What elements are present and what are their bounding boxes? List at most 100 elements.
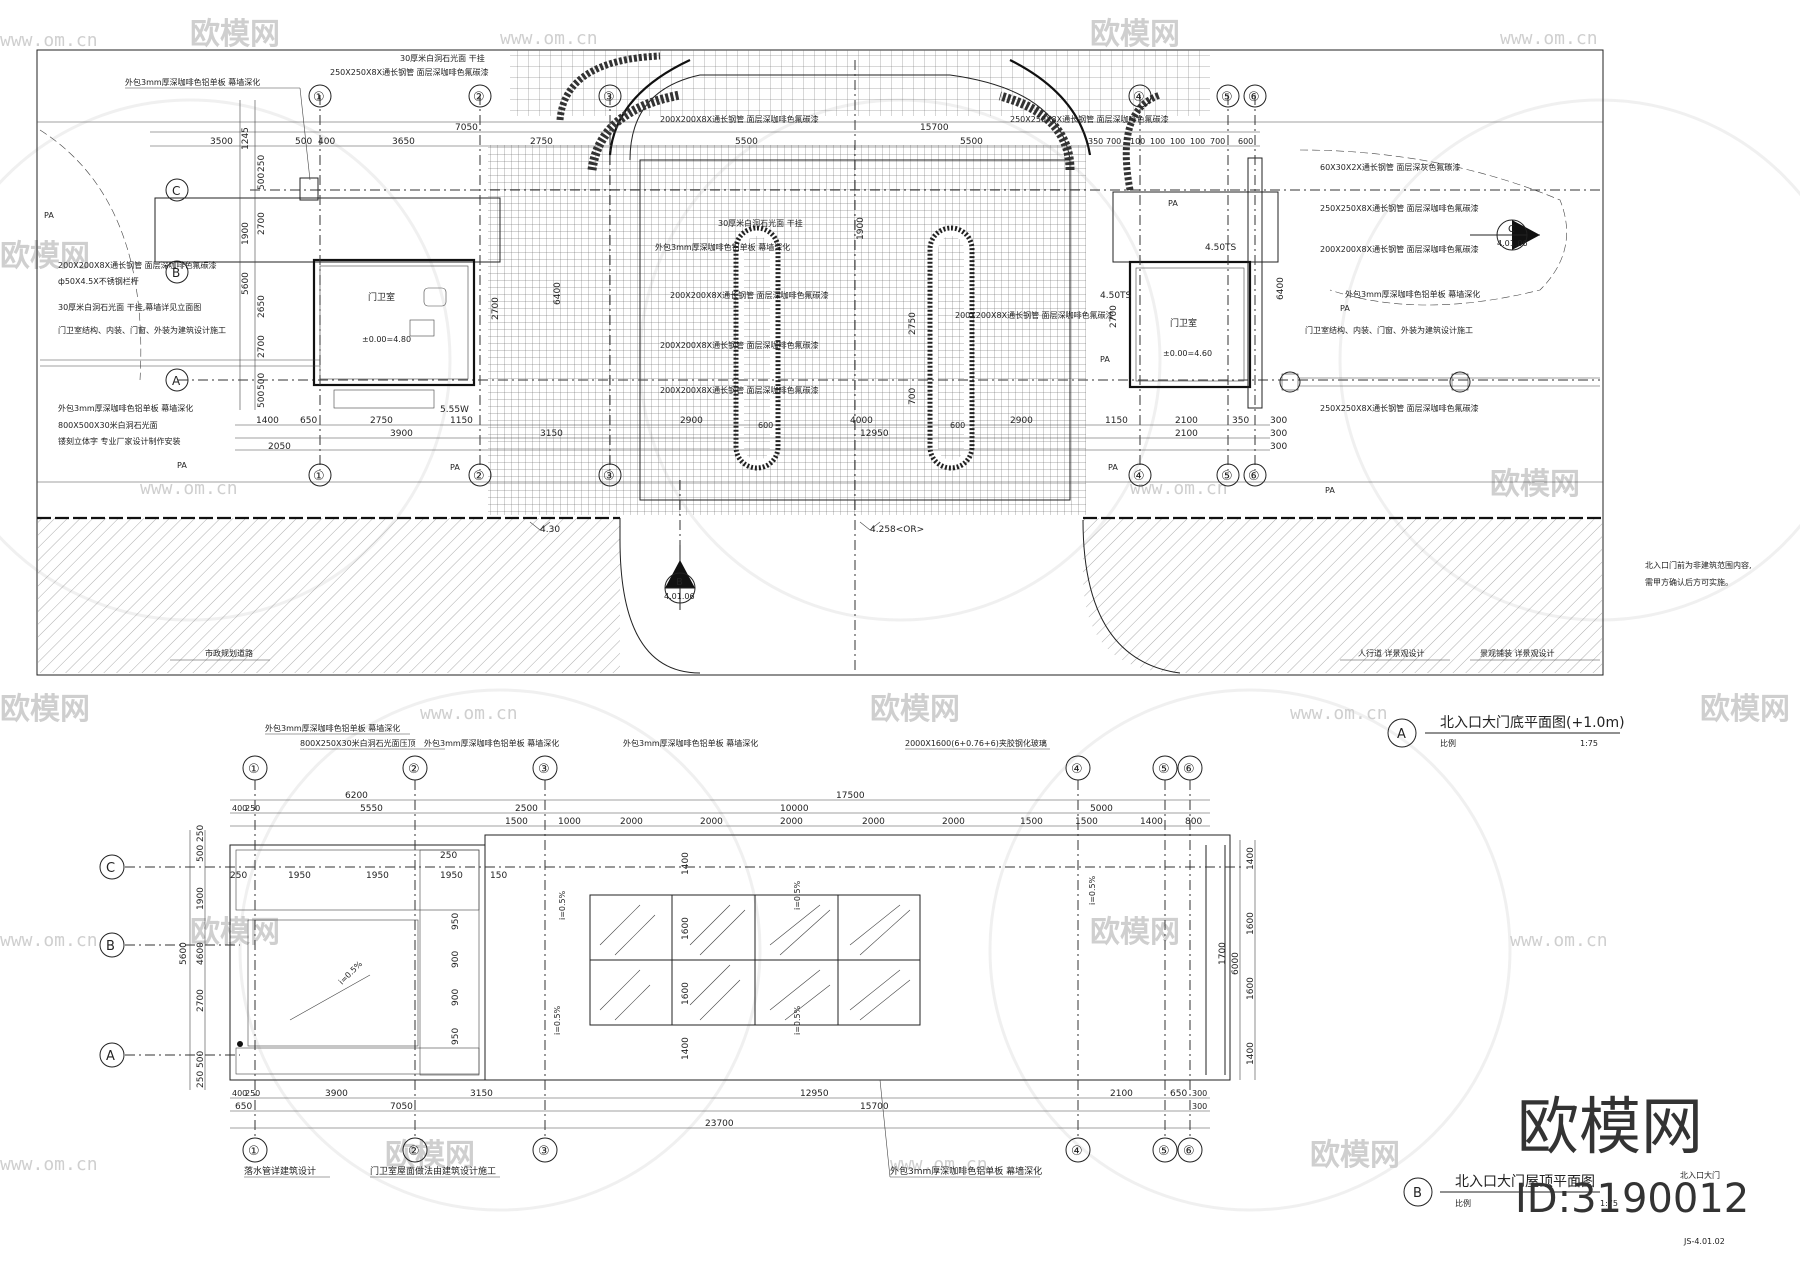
note-pipe: 250X250X8X通长钢管 面层深咖啡色氟碳漆 bbox=[1320, 403, 1479, 413]
canopy-left bbox=[154, 197, 501, 263]
svg-text:2050: 2050 bbox=[268, 442, 291, 452]
svg-text:2700: 2700 bbox=[491, 297, 501, 320]
dims-top-plan: 3500 500 400 3650 7050 2750 15700 5500 5… bbox=[150, 123, 1260, 147]
note-pipe: 200X200X8X通长钢管 面层深咖啡色氟碳漆 bbox=[660, 340, 819, 350]
svg-text:7050: 7050 bbox=[455, 123, 478, 133]
dims-mid-plan: 2700 2700 2750 1900 700 6400 6400 600 60… bbox=[491, 217, 1286, 430]
svg-text:1150: 1150 bbox=[1105, 416, 1128, 426]
guard-roof-left bbox=[247, 919, 419, 1047]
svg-text:700: 700 bbox=[908, 388, 918, 405]
svg-text:i=0.5%: i=0.5% bbox=[558, 890, 567, 920]
grid-label: ③ bbox=[603, 469, 615, 484]
brand-name: 欧模网 bbox=[1517, 1090, 1703, 1163]
svg-text:1500: 1500 bbox=[505, 817, 528, 827]
watermark-brand: 欧模网 bbox=[870, 692, 960, 727]
svg-text:2500: 2500 bbox=[515, 804, 538, 814]
svg-text:1600: 1600 bbox=[1246, 977, 1256, 1000]
pa-label: PA bbox=[1340, 304, 1350, 313]
watermark-brand: 欧模网 bbox=[385, 1138, 475, 1173]
svg-text:250: 250 bbox=[245, 1089, 260, 1098]
svg-text:6000: 6000 bbox=[1231, 952, 1241, 975]
watermark-brand: 欧模网 bbox=[1090, 915, 1180, 950]
svg-text:6400: 6400 bbox=[1276, 277, 1286, 300]
pa-label: PA bbox=[44, 211, 54, 220]
svg-text:1:75: 1:75 bbox=[1600, 1199, 1618, 1208]
note-pipe: 250X250X8X通长钢管 面层深咖啡色氟碳漆 bbox=[1010, 114, 1169, 124]
svg-text:1400: 1400 bbox=[1140, 817, 1163, 827]
entrance-note: 需甲方确认后方可实施。 bbox=[1645, 577, 1733, 587]
svg-text:2750: 2750 bbox=[370, 416, 393, 426]
svg-text:4.30: 4.30 bbox=[540, 525, 560, 535]
brand-id: ID:3190012 bbox=[1515, 1176, 1749, 1222]
paved-plaza bbox=[488, 145, 1086, 515]
svg-text:1700: 1700 bbox=[1218, 942, 1228, 965]
svg-text:650: 650 bbox=[300, 416, 317, 426]
svg-text:B: B bbox=[1413, 1186, 1422, 1201]
svg-text:500: 500 bbox=[257, 173, 267, 190]
note-pipe: 200X200X8X通长钢管 面层深咖啡色氟碳漆 bbox=[1320, 244, 1479, 254]
guard-room-right bbox=[1128, 260, 1252, 389]
grid-label: ④ bbox=[1133, 90, 1145, 105]
svg-text:A: A bbox=[106, 1049, 115, 1064]
svg-text:6200: 6200 bbox=[345, 791, 368, 801]
watermark-brand: 欧模网 bbox=[190, 17, 280, 52]
note-letters: 镂刻立体字 专业厂家设计制作安装 bbox=[58, 436, 181, 446]
sheet-number: JS-4.01.02 bbox=[1683, 1237, 1725, 1246]
svg-text:1950: 1950 bbox=[288, 871, 311, 881]
title-block-b: B 北入口大门屋顶平面图 比例 1:75 北入口大门 bbox=[1403, 1170, 1720, 1208]
note-pipe: 200X200X8X通长钢管 面层深咖啡色氟碳漆 bbox=[58, 260, 217, 270]
note-roof: 外包3mm厚深咖啡色铝单板 幕墙深化 bbox=[623, 738, 758, 748]
road-hatch-left bbox=[38, 518, 620, 673]
svg-text:1150: 1150 bbox=[450, 416, 473, 426]
section-marker-c: C 4.01.06 bbox=[1470, 219, 1540, 251]
svg-text:①: ① bbox=[248, 1144, 260, 1159]
note-roof: 落水管详建筑设计 bbox=[244, 1165, 316, 1177]
svg-text:600: 600 bbox=[950, 421, 965, 430]
watermark-brand: 欧模网 bbox=[1490, 467, 1580, 502]
guard-room-label: 门卫室 bbox=[368, 291, 395, 303]
note-stone-base: 800X500X30米白洞石光面 bbox=[58, 420, 158, 430]
svg-text:10000: 10000 bbox=[780, 804, 809, 814]
watermarks: 欧模网 欧模网 欧模网 欧模网 欧模网 欧模网 欧模网 欧模网 欧模网 欧模网 … bbox=[0, 17, 1800, 1212]
svg-text:2900: 2900 bbox=[680, 416, 703, 426]
svg-text:5000: 5000 bbox=[1090, 804, 1113, 814]
note-roof: 门卫室屋面做法由建筑设计施工 bbox=[370, 1165, 496, 1177]
svg-text:100: 100 bbox=[1150, 137, 1165, 146]
svg-text:12950: 12950 bbox=[800, 1089, 829, 1099]
note-pipe: 200X200X8X通长钢管 面层深咖啡色氟碳漆 bbox=[955, 310, 1114, 320]
svg-text:5600: 5600 bbox=[179, 942, 189, 965]
note-pipe: 250X250X8X通长钢管 面层深咖啡色氟碳漆 bbox=[330, 67, 489, 77]
svg-text:5500: 5500 bbox=[960, 137, 983, 147]
watermark-brand: 欧模网 bbox=[1700, 692, 1790, 727]
svg-text:2100: 2100 bbox=[1175, 416, 1198, 426]
main-canopy bbox=[484, 834, 1231, 1081]
note-pipe: 200X200X8X通长钢管 面层深咖啡色氟碳漆 bbox=[660, 114, 819, 124]
note-walls: 外包3mm厚深咖啡色铝单板 幕墙深化 bbox=[1345, 289, 1480, 299]
svg-text:2700: 2700 bbox=[1109, 305, 1119, 328]
svg-text:1400: 1400 bbox=[681, 1037, 691, 1060]
note-pipe: 60X30X2X通长钢管 面层深灰色氟碳漆 bbox=[1320, 162, 1460, 172]
svg-text:5600: 5600 bbox=[241, 272, 251, 295]
svg-text:2750: 2750 bbox=[530, 137, 553, 147]
grid-label: ④ bbox=[1133, 469, 1145, 484]
svg-text:700: 700 bbox=[1210, 137, 1225, 146]
guard-room-label: 门卫室 bbox=[1170, 317, 1197, 329]
note-stone-top: 30厚米白洞石光面 干挂 bbox=[718, 218, 803, 228]
column-marker bbox=[1449, 371, 1471, 393]
svg-text:3900: 3900 bbox=[325, 1089, 348, 1099]
watermark-site: www.om.cn bbox=[890, 1154, 988, 1175]
svg-text:4.01.06: 4.01.06 bbox=[1497, 239, 1528, 248]
svg-text:400: 400 bbox=[232, 804, 247, 813]
svg-text:B: B bbox=[676, 577, 683, 588]
row-markers-roof: C B A bbox=[99, 854, 125, 1068]
svg-text:6400: 6400 bbox=[553, 282, 563, 305]
svg-text:北入口大门: 北入口大门 bbox=[1680, 1170, 1720, 1180]
watermark-site: www.om.cn bbox=[1510, 930, 1608, 951]
title-a: 北入口大门底平面图(+1.0m) bbox=[1440, 715, 1625, 731]
svg-text:700: 700 bbox=[1106, 137, 1121, 146]
svg-text:250: 250 bbox=[440, 851, 457, 861]
svg-text:1245: 1245 bbox=[241, 127, 251, 150]
brand-overlay: 欧模网 ID:3190012 bbox=[1515, 1090, 1749, 1222]
svg-text:2000: 2000 bbox=[700, 817, 723, 827]
